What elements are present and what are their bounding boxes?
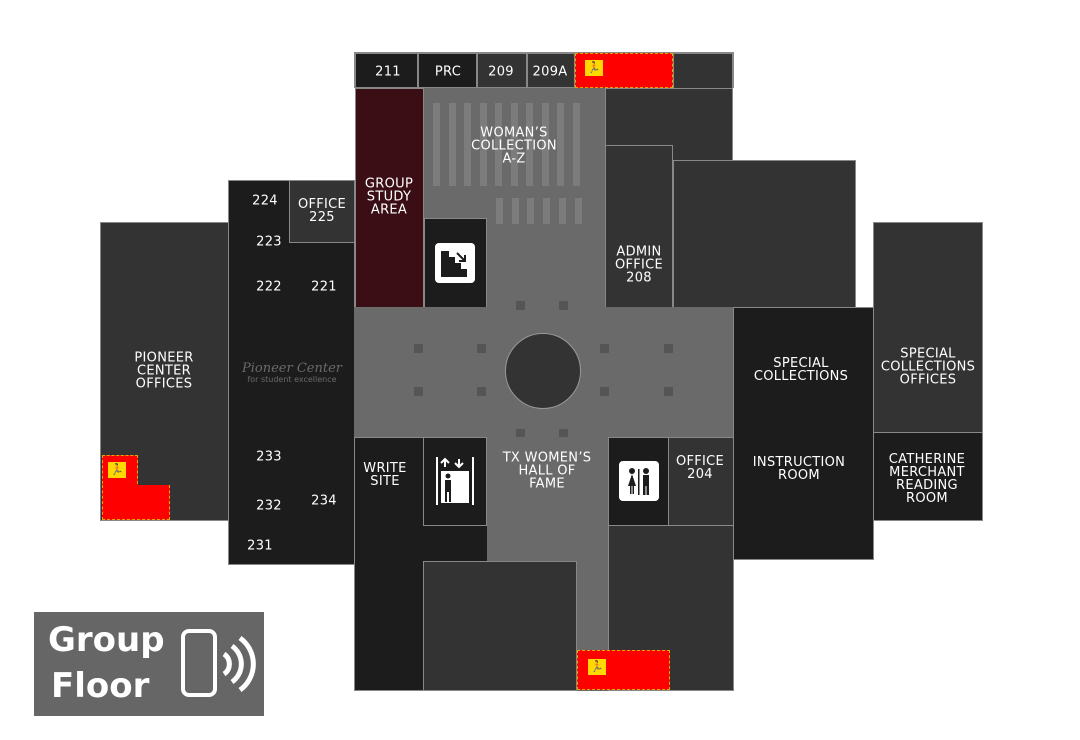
pillar xyxy=(559,429,568,438)
label-pioneer-offices: PIONEER CENTER OFFICES xyxy=(134,350,194,392)
rotunda xyxy=(505,333,581,409)
label-instruction-room: INSTRUCTION ROOM xyxy=(752,455,846,483)
emergency-exit xyxy=(102,485,170,520)
label-special-collections: SPECIAL COLLECTIONS xyxy=(753,356,849,384)
pioneer-center-wing xyxy=(228,180,355,565)
bookshelf xyxy=(479,103,487,186)
pioneer-center-logo: Pioneer Center for student excellence xyxy=(240,362,344,384)
bookshelf xyxy=(464,103,471,186)
room-211[interactable] xyxy=(355,53,418,88)
restroom-icon xyxy=(619,461,659,501)
label-211: 211 xyxy=(375,64,401,80)
room-south xyxy=(423,561,577,691)
phone-sound-icon xyxy=(181,629,256,697)
label-hall-of-fame: TX WOMEN’S HALL OF FAME xyxy=(502,450,592,492)
label-234: 234 xyxy=(311,493,337,509)
label-womans-collection: WOMAN’S COLLECTION A-Z xyxy=(471,125,557,167)
label-209a: 209A xyxy=(532,64,568,80)
floor-legend: Group Floor xyxy=(34,612,264,716)
pillar xyxy=(414,387,423,396)
label-221: 221 xyxy=(311,279,337,295)
label-catherine-merchant: CATHERINE MERCHANT READING ROOM xyxy=(888,452,966,506)
pillar xyxy=(664,344,673,353)
pillar xyxy=(414,344,423,353)
bookshelf xyxy=(433,103,440,186)
pillar xyxy=(477,344,486,353)
pillar xyxy=(559,301,568,310)
legend-line1: Group xyxy=(48,620,165,660)
label-224: 224 xyxy=(252,193,278,209)
write-site-annex xyxy=(423,525,487,561)
label-231: 231 xyxy=(247,538,273,554)
bookshelf xyxy=(558,198,566,224)
logo-title: Pioneer Center xyxy=(242,361,342,376)
emergency-exit xyxy=(577,650,670,690)
pillar xyxy=(664,387,673,396)
legend-line2: Floor xyxy=(51,666,150,706)
label-write-site: WRITE SITE xyxy=(363,461,407,489)
label-233: 233 xyxy=(256,449,282,465)
pillar xyxy=(516,429,525,438)
stairs-room xyxy=(424,218,487,308)
stairs-icon xyxy=(435,243,475,283)
emergency-exit-icon: 🏃 xyxy=(588,659,606,675)
label-admin-office: ADMIN OFFICE 208 xyxy=(614,244,664,286)
room-prc[interactable] xyxy=(418,53,477,88)
room-group-study-area[interactable] xyxy=(355,88,424,308)
label-222: 222 xyxy=(256,279,282,295)
bookshelf xyxy=(448,103,456,186)
bookshelf xyxy=(572,103,580,186)
bookshelf xyxy=(543,198,551,224)
emergency-exit-icon: 🏃 xyxy=(108,462,126,478)
label-special-collections-offices: SPECIAL COLLECTIONS OFFICES xyxy=(880,346,976,388)
room-special-collections-offices[interactable] xyxy=(873,222,983,433)
bookshelf xyxy=(574,198,582,224)
bookshelf xyxy=(510,103,518,186)
label-group-study: GROUP STUDY AREA xyxy=(364,176,414,218)
label-209: 209 xyxy=(488,64,514,80)
bookshelf xyxy=(526,103,533,186)
pillar xyxy=(516,301,525,310)
emergency-exit-icon: 🏃 xyxy=(585,60,603,76)
label-office-225: OFFICE 225 xyxy=(297,197,347,225)
pillar xyxy=(477,387,486,396)
label-223: 223 xyxy=(256,234,282,250)
bookshelf xyxy=(495,103,502,186)
bookshelf xyxy=(541,103,549,186)
pillar xyxy=(600,387,609,396)
bookshelf xyxy=(557,103,564,186)
room-office-204[interactable] xyxy=(668,437,734,526)
room-office-225[interactable] xyxy=(289,180,355,243)
logo-subtitle: for student excellence xyxy=(247,375,337,384)
bookshelf xyxy=(527,198,535,224)
pillar xyxy=(600,344,609,353)
label-prc: PRC xyxy=(434,64,462,80)
elevator-icon xyxy=(435,457,475,505)
room-special-collections[interactable] xyxy=(733,307,874,560)
label-232: 232 xyxy=(256,498,282,514)
room-east-block xyxy=(673,160,856,308)
room-209[interactable] xyxy=(477,53,527,88)
room-209a[interactable] xyxy=(527,53,575,88)
bookshelf xyxy=(511,198,519,224)
bookshelf xyxy=(496,198,503,224)
label-office-204: OFFICE 204 xyxy=(675,454,725,482)
room-admin-office-208[interactable] xyxy=(605,145,673,308)
room-catherine-merchant[interactable] xyxy=(873,432,983,521)
